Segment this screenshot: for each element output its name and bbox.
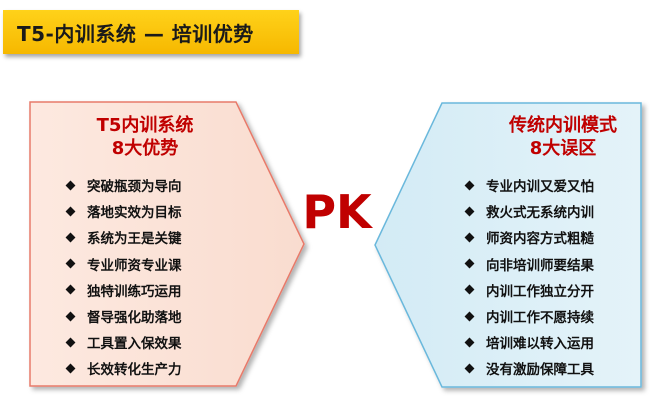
diamond-bullet-icon bbox=[464, 258, 475, 269]
list-item: 向非培训师要结果 bbox=[464, 251, 594, 277]
diamond-bullet-icon bbox=[464, 363, 475, 374]
right-pitfalls-list: 专业内训又爱又怕 救火式无系统内训 师资内容方式粗糙 向非培训师要结果 内训工作… bbox=[464, 172, 594, 382]
right-panel-heading: 传统内训模式 8大误区 bbox=[488, 114, 638, 160]
list-item: 师资内容方式粗糙 bbox=[464, 224, 594, 250]
list-item: 长效转化生产力 bbox=[65, 355, 182, 381]
title-banner: T5-内训系统 — 培训优势 bbox=[3, 10, 299, 54]
list-item: 独特训练巧运用 bbox=[65, 277, 182, 303]
diamond-bullet-icon bbox=[464, 206, 475, 217]
diamond-bullet-icon bbox=[464, 311, 475, 321]
pk-label: PK bbox=[302, 185, 372, 239]
diamond-bullet-icon bbox=[65, 232, 76, 243]
diamond-bullet-icon bbox=[65, 311, 76, 321]
diamond-bullet-icon bbox=[464, 284, 475, 295]
right-heading-line2: 8大误区 bbox=[529, 138, 597, 159]
list-item: 系统为王是关键 bbox=[65, 224, 182, 250]
list-item: 救火式无系统内训 bbox=[464, 198, 594, 224]
page-title: T5-内训系统 — 培训优势 bbox=[17, 21, 254, 46]
diamond-bullet-icon bbox=[464, 180, 475, 191]
diamond-bullet-icon bbox=[65, 206, 76, 217]
diamond-bullet-icon bbox=[65, 180, 76, 191]
diamond-bullet-icon bbox=[464, 232, 475, 243]
list-item: 内训工作独立分开 bbox=[464, 277, 594, 303]
diamond-bullet-icon bbox=[65, 363, 76, 374]
list-item: 专业师资专业课 bbox=[65, 251, 182, 277]
diamond-bullet-icon bbox=[65, 337, 76, 348]
list-item: 落地实效为目标 bbox=[65, 198, 182, 224]
list-item: 工具置入保效果 bbox=[65, 329, 182, 355]
list-item: 突破瓶颈为导向 bbox=[65, 172, 182, 198]
left-panel-shape bbox=[29, 101, 305, 387]
list-item: 没有激励保障工具 bbox=[464, 355, 594, 381]
list-item: 培训难以转入运用 bbox=[464, 329, 594, 355]
right-panel-shape bbox=[374, 102, 642, 388]
diamond-bullet-icon bbox=[65, 284, 76, 295]
list-item: 内训工作不愿持续 bbox=[464, 303, 594, 329]
left-heading-line2: 8大优势 bbox=[111, 138, 179, 159]
left-advantages-list: 突破瓶颈为导向 落地实效为目标 系统为王是关键 专业师资专业课 独特训练巧运用 … bbox=[65, 172, 182, 382]
diamond-bullet-icon bbox=[65, 258, 76, 269]
left-heading-line1: T5内训系统 bbox=[96, 115, 194, 136]
left-panel-heading: T5内训系统 8大优势 bbox=[70, 114, 220, 160]
diamond-bullet-icon bbox=[464, 337, 475, 348]
list-item: 督导强化助落地 bbox=[65, 303, 182, 329]
right-heading-line1: 传统内训模式 bbox=[509, 115, 617, 136]
list-item: 专业内训又爱又怕 bbox=[464, 172, 594, 198]
